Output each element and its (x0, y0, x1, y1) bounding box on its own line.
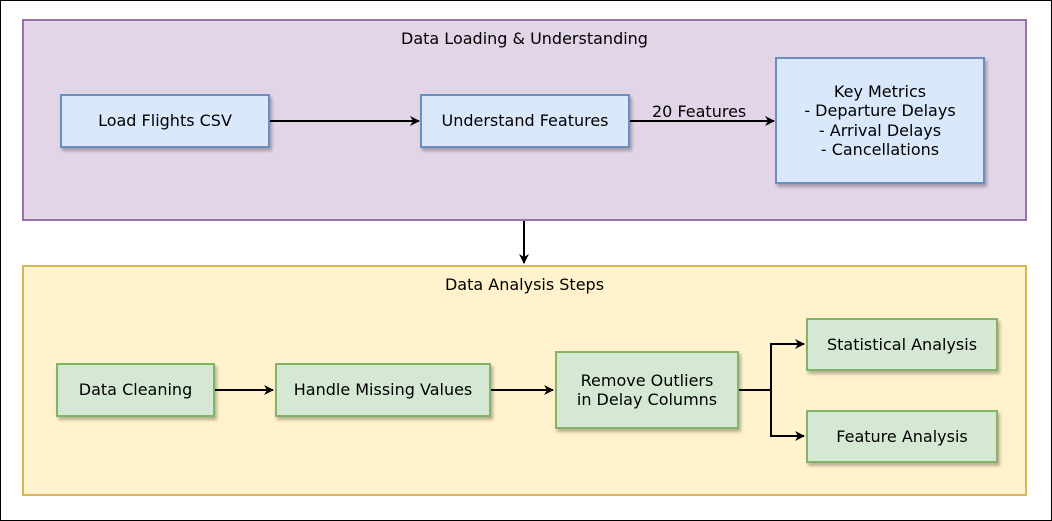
data-cleaning-label: Data Cleaning (78, 380, 193, 399)
data-loading-title: Data Loading & Understanding (401, 29, 648, 48)
load-flights-csv-node[interactable]: Load Flights CSV (60, 94, 270, 148)
understand-features-node[interactable]: Understand Features (420, 94, 630, 148)
data-analysis-title: Data Analysis Steps (444, 275, 605, 294)
load-flights-csv-label: Load Flights CSV (98, 111, 232, 130)
data-cleaning-node[interactable]: Data Cleaning (56, 363, 215, 417)
remove-outliers-line-2: in Delay Columns (576, 390, 718, 409)
handle-missing-values-label: Handle Missing Values (293, 380, 473, 399)
remove-outliers-text: Remove Outliers in Delay Columns (577, 371, 717, 410)
key-metrics-title: Key Metrics (833, 81, 927, 101)
key-metrics-text: Key Metrics - Departure Delays - Arrival… (804, 82, 955, 160)
edge-label-20-features: 20 Features (652, 102, 747, 121)
understand-features-label: Understand Features (441, 111, 609, 130)
feature-analysis-label: Feature Analysis (836, 426, 968, 446)
key-metrics-cancellations: - Cancellations (820, 140, 940, 159)
remove-outliers-node[interactable]: Remove Outliers in Delay Columns (555, 351, 739, 429)
key-metrics-departure: - Departure Delays (804, 101, 956, 120)
statistical-analysis-label: Statistical Analysis (826, 334, 978, 354)
key-metrics-arrival: - Arrival Delays (818, 120, 942, 140)
remove-outliers-line-1: Remove Outliers (580, 370, 714, 390)
handle-missing-values-node[interactable]: Handle Missing Values (275, 363, 491, 417)
key-metrics-node[interactable]: Key Metrics - Departure Delays - Arrival… (775, 57, 985, 184)
feature-analysis-node[interactable]: Feature Analysis (806, 410, 998, 463)
statistical-analysis-node[interactable]: Statistical Analysis (806, 318, 998, 371)
